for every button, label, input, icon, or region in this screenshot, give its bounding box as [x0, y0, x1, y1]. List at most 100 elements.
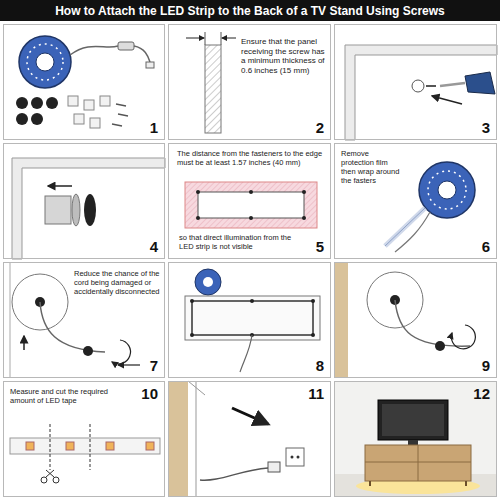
fastener-layout-part	[198, 192, 304, 218]
plug-in-part	[291, 456, 294, 459]
step-panel: 12	[334, 381, 497, 497]
cut-tape-part	[41, 477, 47, 483]
kit-contents-part	[16, 97, 28, 109]
strip-frame-part	[240, 335, 252, 372]
kit-contents-part	[68, 96, 78, 106]
pad-attach-part	[48, 185, 72, 187]
cord-clip-part	[118, 364, 140, 365]
fastener-layout-part	[302, 216, 306, 220]
cord-clip-part	[10, 262, 11, 378]
cut-tape-part	[90, 424, 91, 470]
pad-attach-part	[12, 158, 165, 259]
screw-fastener-part	[465, 72, 495, 94]
finished-tv-stand-part	[408, 440, 418, 445]
cut-tape-part	[106, 442, 114, 450]
finished-tv-stand-part	[369, 481, 371, 486]
plug-in-part	[286, 448, 304, 466]
instruction-note: so that direct illumination from the LED…	[179, 233, 307, 251]
strip-frame-part	[185, 296, 320, 340]
step-panel: 4	[3, 143, 165, 259]
kit-contents-part	[134, 46, 150, 62]
kit-contents-part	[100, 96, 110, 106]
screw-fastener-part	[412, 80, 424, 92]
kit-contents-part	[74, 114, 84, 124]
plug-in-part	[168, 381, 188, 497]
fastener-layout-part	[196, 216, 200, 220]
strip-frame-part	[311, 299, 315, 303]
fastener-layout-part	[302, 190, 306, 194]
step-panel: Ensure that the panel receiving the scre…	[168, 24, 331, 140]
kit-contents-part	[146, 62, 154, 68]
panel-thickness-part	[205, 45, 221, 133]
kit-contents	[16, 36, 154, 128]
kit-contents-part	[90, 118, 100, 128]
cut-tape-part	[50, 424, 51, 470]
step-panel: Reduce the chance of the cord being dama…	[3, 262, 165, 378]
finished-tv-stand	[335, 382, 496, 496]
finished-tv-stand-part	[378, 400, 448, 440]
screw-fastener-part	[432, 96, 462, 104]
panel-thickness-part	[221, 32, 222, 45]
fastener-layout-part	[196, 190, 200, 194]
plug-in-part	[188, 381, 205, 395]
cut-tape-part	[46, 470, 54, 477]
cord-fixing-part	[334, 262, 348, 378]
cord-clip-part	[23, 336, 25, 350]
cord-clip-part	[40, 302, 105, 352]
step-number: 10	[141, 386, 158, 401]
plug-in-part	[196, 381, 197, 497]
screw-fastener-part	[440, 83, 465, 86]
instruction-note: Reduce the chance of the cord being dama…	[74, 269, 160, 296]
kit-contents-part	[36, 53, 54, 71]
step-panel: Remove protection film then wrap around …	[334, 143, 497, 259]
panel-thickness-part	[205, 32, 206, 45]
title: How to Attach the LED Strip to the Back …	[55, 4, 445, 18]
screw-fastener	[345, 45, 497, 140]
panel-thickness-part	[186, 38, 204, 39]
kit-contents-part	[116, 104, 126, 106]
pad-attach-part	[45, 196, 71, 224]
kit-contents-part	[70, 46, 118, 55]
cut-tape-part	[146, 442, 154, 450]
step-number: 11	[308, 386, 324, 401]
pad-attach	[12, 158, 165, 259]
step-panel: 9	[334, 262, 497, 378]
finished-tv-stand-part	[382, 404, 444, 436]
plug-in	[168, 381, 304, 497]
panel-thickness-part	[222, 38, 236, 39]
unroll-strip-part	[419, 162, 475, 218]
finished-tv-stand-part	[365, 445, 471, 481]
fastener-layout-part	[249, 190, 253, 194]
step-panel: 3	[334, 24, 497, 140]
cord-fixing-part	[395, 300, 470, 346]
title-bar: How to Attach the LED Strip to the Back …	[0, 0, 500, 21]
kit-contents-part	[84, 100, 94, 110]
cord-fixing-part	[435, 341, 445, 351]
kit-contents-part	[16, 113, 28, 125]
cord-clip-part	[112, 340, 130, 364]
cord-fixing	[334, 262, 475, 378]
step-panel: 1	[3, 24, 165, 140]
step-number: 3	[482, 120, 490, 135]
step-panel: The distance from the fasteners to the e…	[168, 143, 331, 259]
pad-attach-part	[72, 194, 80, 226]
step-number: 5	[316, 239, 324, 254]
kit-contents-part	[118, 114, 128, 116]
instruction-note: Remove protection film then wrap around …	[341, 149, 401, 185]
step-number: 4	[150, 239, 158, 254]
kit-contents-part	[46, 97, 58, 109]
plug-in-part	[232, 408, 268, 424]
finished-tv-stand-part	[418, 445, 419, 481]
plug-in-part	[297, 456, 300, 459]
strip-frame-part	[190, 333, 194, 337]
fastener-layout	[185, 182, 317, 228]
instruction-note: Ensure that the panel receiving the scre…	[241, 37, 327, 75]
cut-tape-part	[26, 442, 34, 450]
kit-contents-part	[112, 124, 122, 126]
kit-contents-part	[27, 44, 63, 80]
strip-frame-part	[192, 301, 313, 335]
step-number: 1	[150, 120, 158, 135]
strip-frame	[185, 269, 320, 372]
fastener-layout-part	[185, 182, 317, 228]
